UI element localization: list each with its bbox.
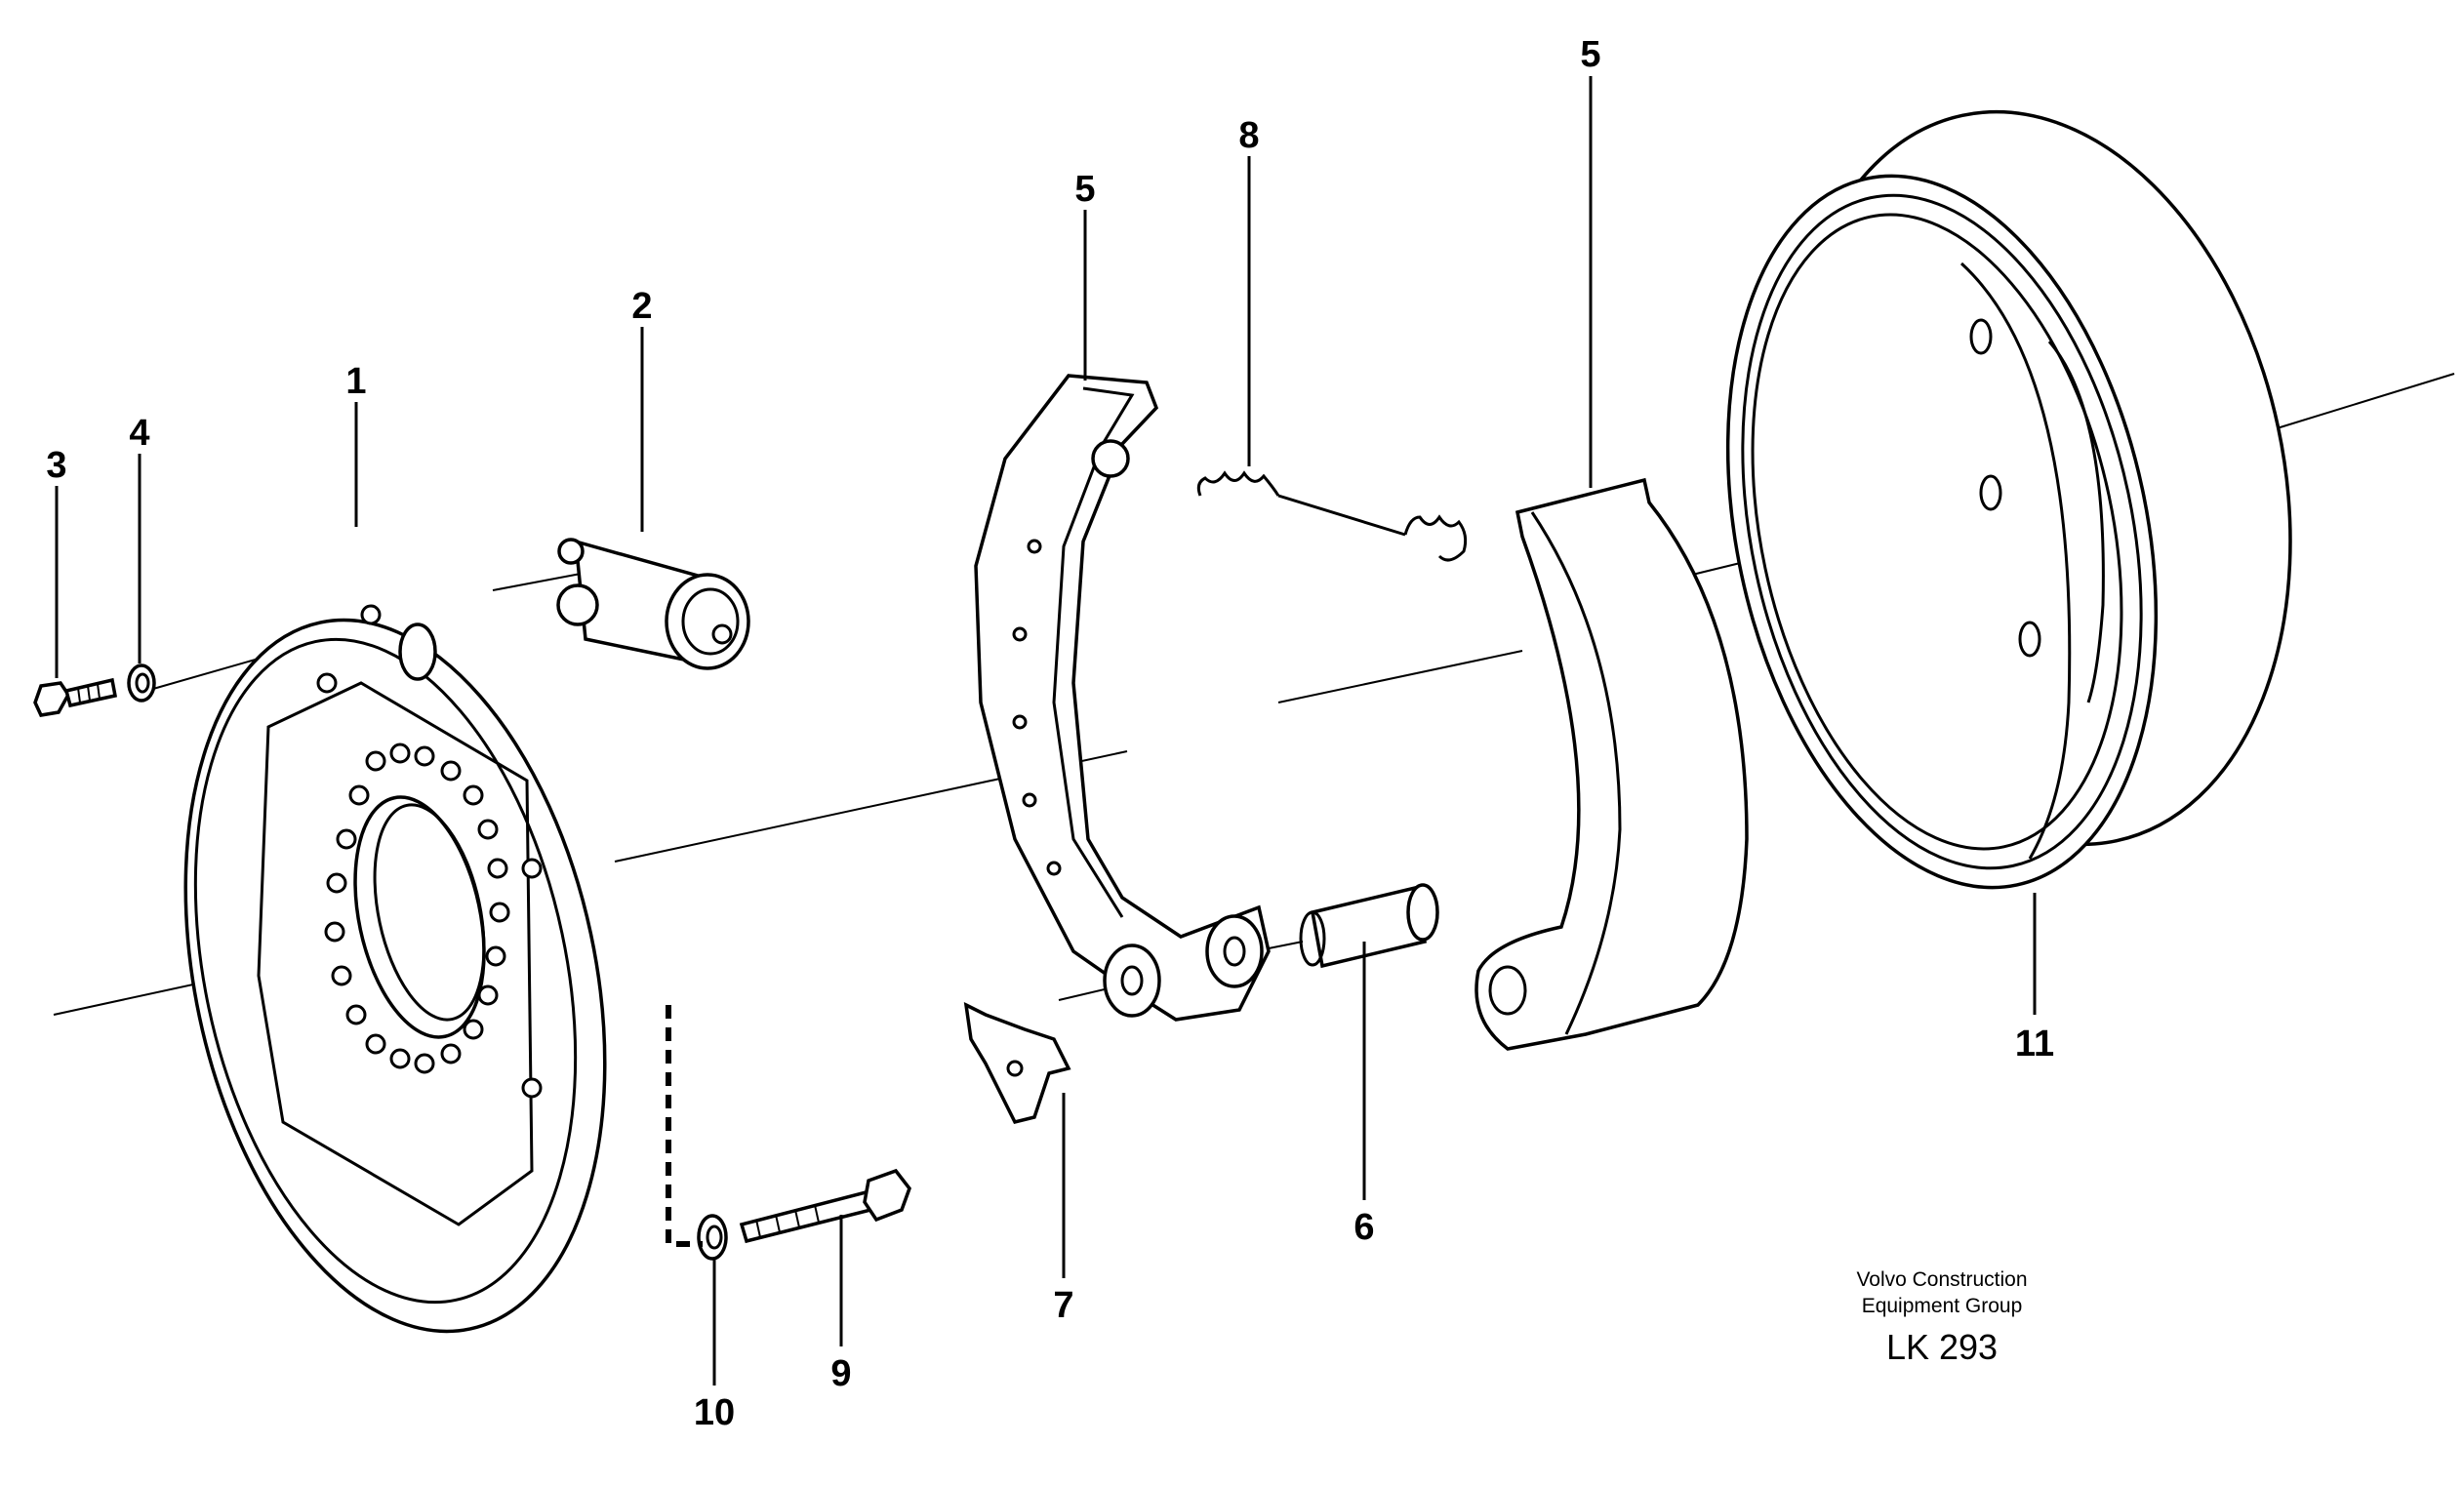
callout-2: 2 xyxy=(631,286,652,327)
drawing-code: LK 293 xyxy=(1886,1327,1998,1367)
callout-7: 7 xyxy=(1053,1285,1073,1326)
callout-1: 1 xyxy=(345,361,366,402)
brake-shoe xyxy=(974,374,1271,1022)
dashed-assembly-path xyxy=(666,1005,703,1247)
bolt-long xyxy=(739,1168,911,1244)
callout-9: 9 xyxy=(830,1353,851,1394)
bolt-hole-ring xyxy=(324,743,510,1074)
wheel-cylinder xyxy=(556,538,750,670)
callout-10: 10 xyxy=(694,1392,735,1433)
washer-large xyxy=(697,1214,728,1261)
backing-plate xyxy=(183,604,607,1334)
brake-drum xyxy=(1725,109,2292,890)
callout-11: 11 xyxy=(2015,1024,2054,1064)
credit-line-2: Equipment Group xyxy=(1862,1295,2023,1317)
callout-5-lining: 5 xyxy=(1580,34,1600,75)
callout-5-shoe: 5 xyxy=(1074,169,1095,210)
brake-lining xyxy=(1474,477,1749,1051)
anchor-pin xyxy=(1299,883,1439,969)
callout-3: 3 xyxy=(46,445,66,486)
washer-small xyxy=(127,663,156,703)
callout-6: 6 xyxy=(1353,1207,1374,1248)
credit-line-1: Volvo Construction xyxy=(1856,1268,2027,1291)
callout-8: 8 xyxy=(1238,115,1259,156)
retainer-clip xyxy=(963,1001,1071,1125)
bolt-small xyxy=(33,677,118,717)
return-spring xyxy=(1196,470,1468,562)
callout-4: 4 xyxy=(129,413,149,454)
